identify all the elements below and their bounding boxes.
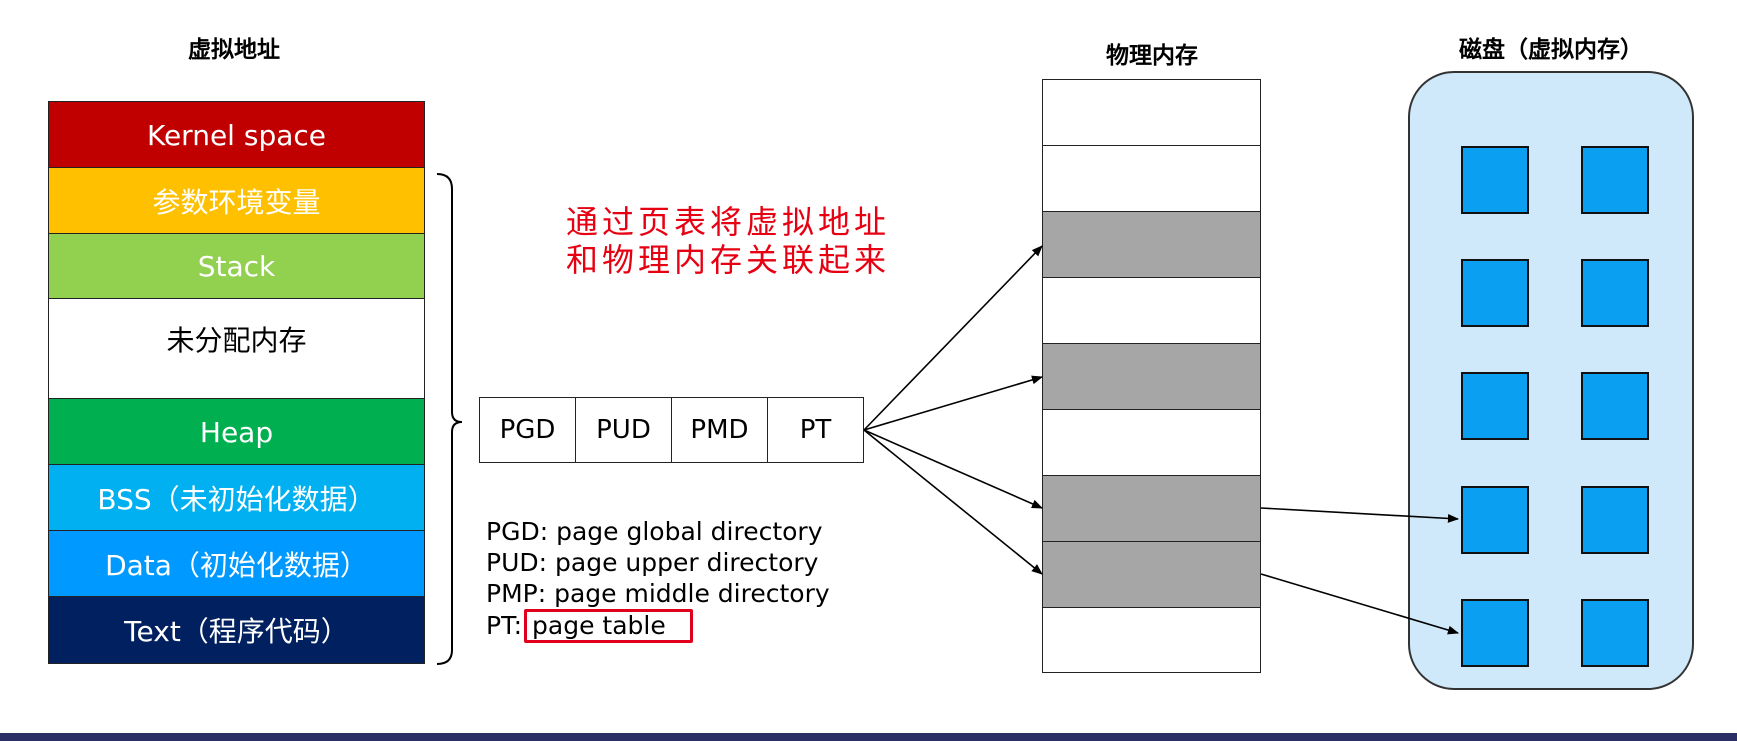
segment-stack: Stack: [48, 233, 425, 299]
memory-block-used: [1042, 211, 1261, 277]
legend-text: page upper directory: [555, 548, 819, 577]
disk-page: [1581, 486, 1649, 554]
page-table-legend: PGD: page global directory PUD: page upp…: [486, 516, 830, 643]
memory-to-disk-arrow: [1260, 507, 1460, 523]
segment-label: 参数环境变量: [152, 186, 321, 219]
note-line: 和物理内存关联起来: [566, 241, 891, 279]
pt-to-memory-arrow: [863, 375, 1044, 431]
segment-heap: Heap: [48, 398, 425, 465]
physical-memory-title: 物理内存: [1106, 43, 1198, 69]
segment-data: Data（初始化数据）: [48, 530, 425, 597]
footer-bar: [0, 733, 1737, 741]
disk-page: [1581, 259, 1649, 327]
memory-block-free: [1042, 409, 1261, 475]
highlighted-legend-text: page table: [524, 609, 693, 643]
level-label: PT: [799, 415, 832, 445]
disk-page: [1461, 146, 1529, 214]
segment-label: BSS（未初始化数据）: [97, 483, 376, 516]
memory-block-used: [1042, 343, 1261, 409]
memory-block-used: [1042, 541, 1261, 607]
level-label: PMD: [690, 415, 749, 445]
disk-page: [1461, 486, 1529, 554]
legend-abbr: PUD:: [486, 548, 548, 577]
disk-virtual-memory: [1408, 71, 1694, 690]
level-label: PUD: [596, 415, 651, 445]
disk-page: [1581, 372, 1649, 440]
disk-page: [1461, 599, 1529, 667]
page-table-level-pud: PUD: [575, 397, 672, 463]
memory-block-free: [1042, 145, 1261, 211]
pt-to-memory-arrow: [863, 429, 1044, 509]
segment-bss: BSS（未初始化数据）: [48, 464, 425, 531]
memory-block-free: [1042, 79, 1261, 145]
disk-page: [1581, 599, 1649, 667]
legend-item: PT:page table: [486, 609, 830, 643]
level-label: PGD: [499, 415, 556, 445]
legend-item: PUD: page upper directory: [486, 547, 830, 578]
note-line: 通过页表将虚拟地址: [566, 203, 891, 241]
legend-abbr: PMP:: [486, 579, 547, 608]
legend-text: page middle directory: [554, 579, 830, 608]
range-brace: [436, 173, 463, 665]
legend-text: page global directory: [556, 517, 823, 546]
segment-kernel-space: Kernel space: [48, 101, 425, 168]
legend-item: PMP: page middle directory: [486, 578, 830, 609]
segment-unallocated: 未分配内存: [48, 298, 425, 399]
disk-page: [1461, 259, 1529, 327]
annotation-note: 通过页表将虚拟地址 和物理内存关联起来: [566, 203, 890, 279]
pt-to-memory-arrow: [863, 245, 1043, 431]
memory-block-used: [1042, 475, 1261, 541]
legend-abbr: PGD:: [486, 517, 549, 546]
legend-abbr: PT:: [486, 611, 523, 640]
disk-title: 磁盘（虚拟内存）: [1459, 37, 1643, 63]
disk-page: [1581, 146, 1649, 214]
pt-to-memory-arrow: [863, 429, 1043, 575]
page-table-level-pt: PT: [767, 397, 864, 463]
segment-label: Text（程序代码）: [124, 615, 349, 648]
memory-to-disk-arrow: [1260, 573, 1460, 635]
segment-label: 未分配内存: [166, 324, 307, 357]
segment-label: Data（初始化数据）: [105, 549, 368, 582]
segment-label: Heap: [199, 415, 274, 449]
memory-block-free: [1042, 277, 1261, 343]
segment-label: Stack: [197, 250, 276, 283]
virtual-address-title: 虚拟地址: [188, 37, 280, 63]
disk-page: [1461, 372, 1529, 440]
segment-label: Kernel space: [146, 118, 326, 152]
segment-text: Text（程序代码）: [48, 596, 425, 664]
memory-block-free: [1042, 607, 1261, 673]
page-table-level-pgd: PGD: [479, 397, 576, 463]
segment-args-env: 参数环境变量: [48, 167, 425, 234]
legend-item: PGD: page global directory: [486, 516, 830, 547]
